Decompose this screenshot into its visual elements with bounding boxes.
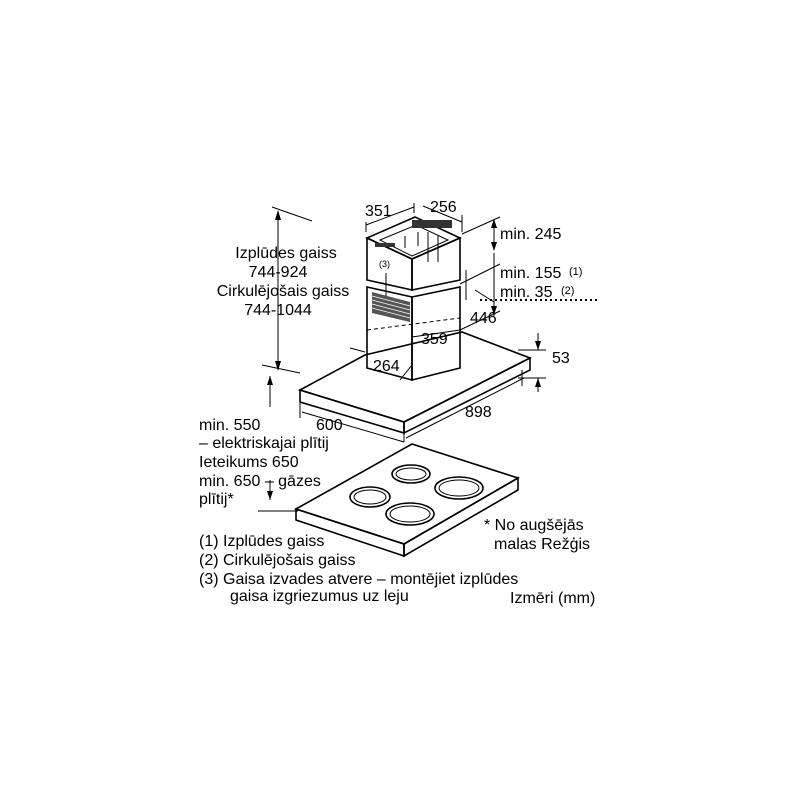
clearance-line-4: min. 650 – gāzes	[199, 473, 321, 490]
clearance-line-5: plītij*	[199, 491, 234, 508]
units-note: Izmēri (mm)	[510, 590, 595, 607]
clearance-line-3: Ieteikums 650	[199, 454, 299, 471]
dim-359: 359	[421, 331, 448, 348]
clearance-line-1: min. 550	[199, 417, 260, 434]
footnote-star-1: * No augšējās	[484, 517, 584, 534]
chimney-upper	[365, 216, 462, 291]
note-1: (1)	[569, 266, 582, 278]
dim-446: 446	[470, 310, 497, 327]
legend-item-3a: (3) Gaisa izvades atvere – montējiet izp…	[199, 571, 518, 588]
footnote-star-2: malas Režģis	[494, 535, 590, 553]
labels: Izplūdes gaiss 744-924 Cirkulējošais gai…	[199, 199, 595, 607]
exhaust-range: 744-924	[249, 264, 308, 281]
clearance-line-2: – elektriskajai plītij	[199, 435, 329, 452]
dim-600: 600	[316, 417, 343, 434]
dim-898: 898	[465, 404, 492, 421]
min-245: min. 245	[500, 226, 561, 243]
legend-item-1: (1) Izplūdes gaiss	[199, 533, 324, 550]
dim-264: 264	[373, 358, 400, 375]
recirc-range: 744-1044	[244, 302, 312, 319]
legend-item-3b: gaisa izgriezumus uz leju	[230, 588, 409, 605]
exhaust-title: Izplūdes gaiss	[235, 245, 336, 262]
note-2: (2)	[561, 285, 574, 297]
recirc-title: Cirkulējošais gaiss	[217, 283, 350, 300]
dim-351: 351	[365, 203, 392, 220]
cooktop	[294, 443, 520, 558]
vent-marker: (3)	[379, 259, 390, 269]
min-155: min. 155	[500, 265, 561, 282]
min-35: min. 35	[500, 284, 553, 301]
dim-256: 256	[430, 199, 457, 216]
legend-item-2: (2) Cirkulējošais gaiss	[199, 552, 356, 569]
dimension-lines	[258, 203, 598, 512]
dim-53: 53	[552, 350, 570, 367]
chimney-lower	[366, 273, 461, 382]
